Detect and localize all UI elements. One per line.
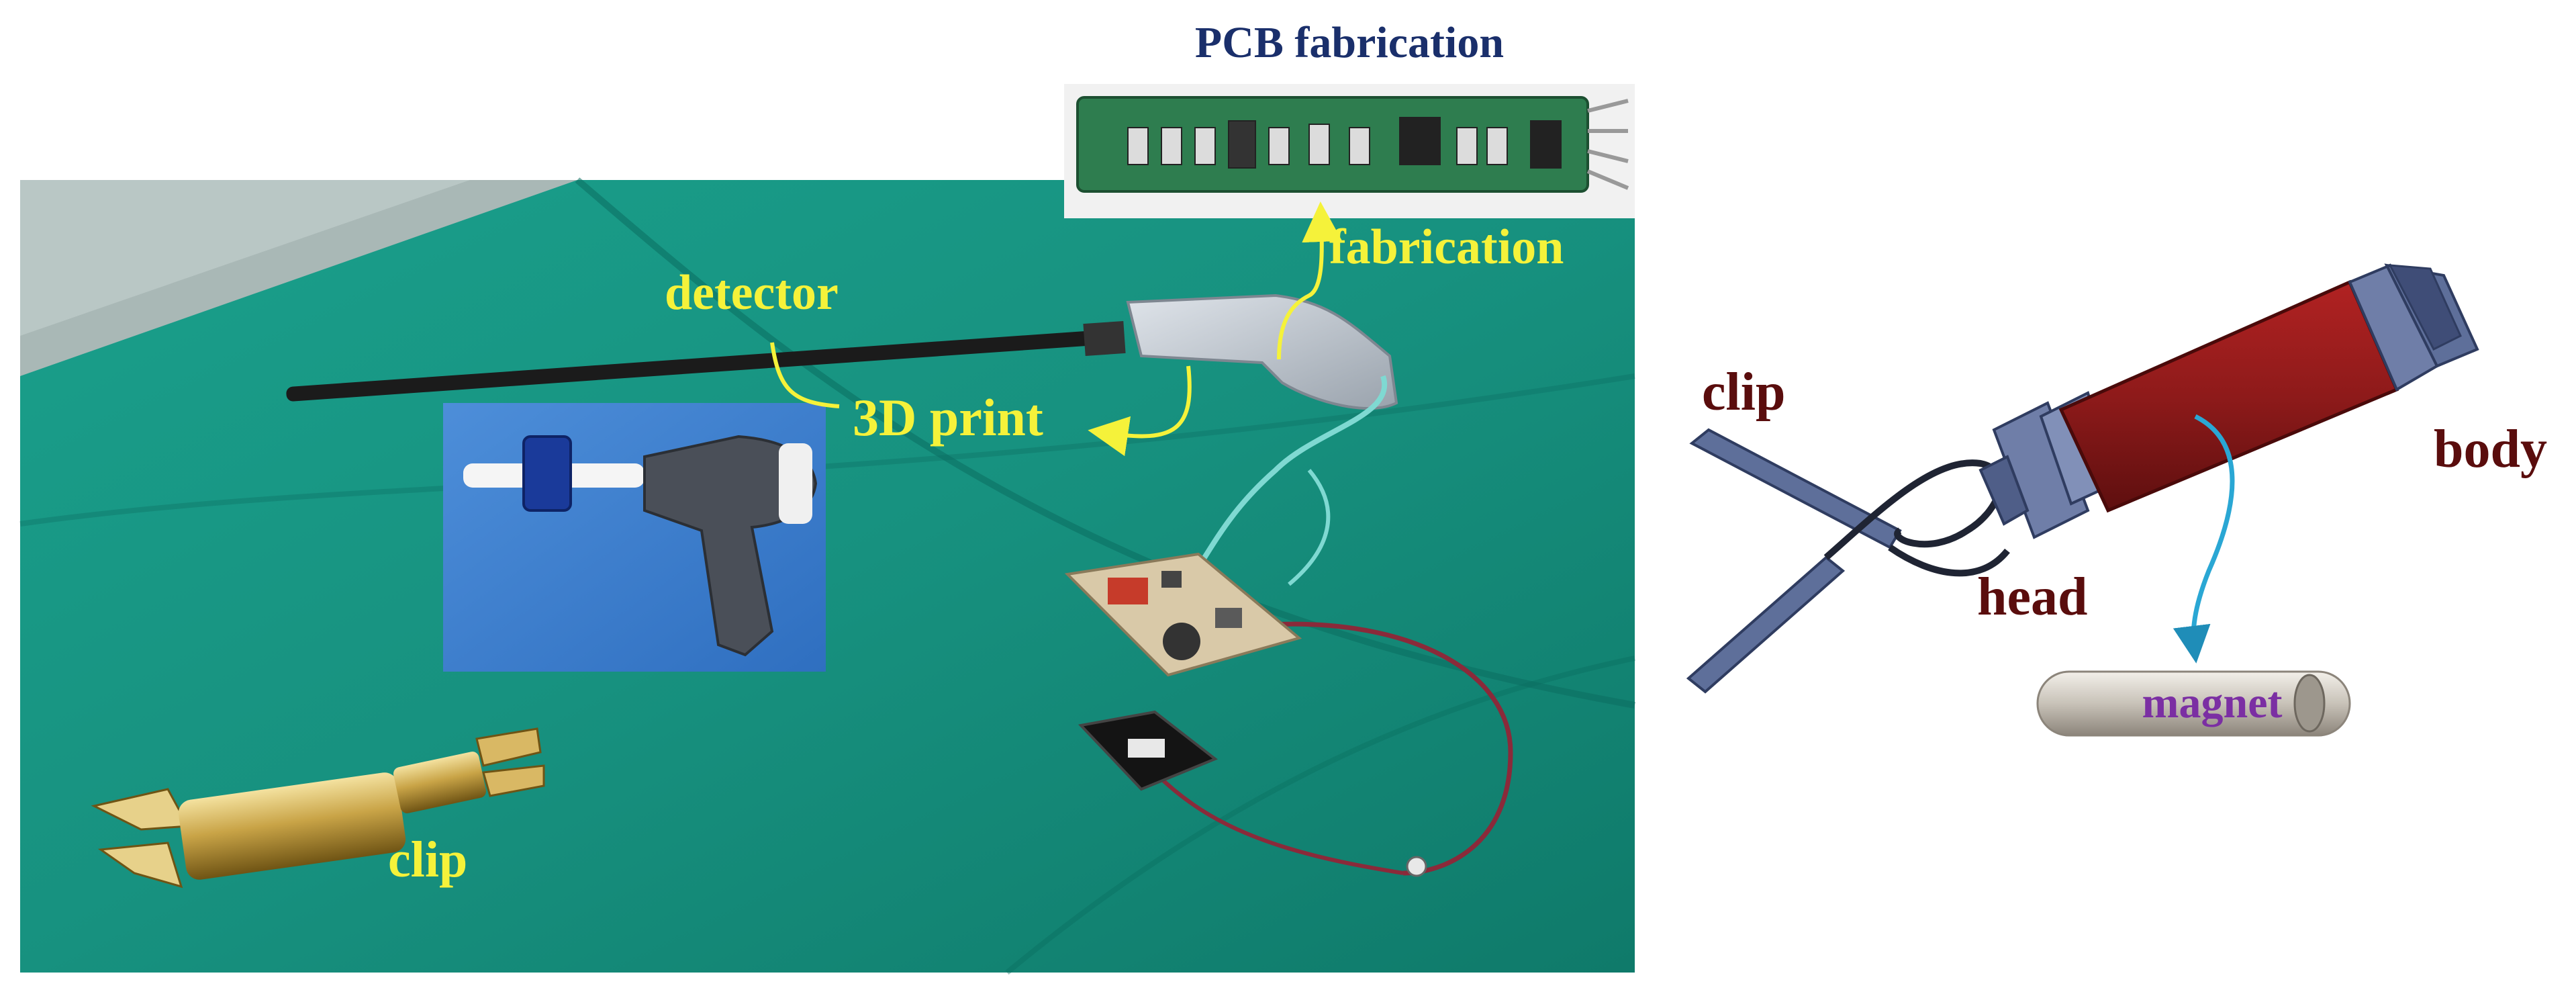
- label-clip-model: clip: [1702, 363, 1785, 422]
- label-head: head: [1977, 568, 2088, 627]
- sensor-module-photo: [1078, 710, 1218, 791]
- label-fabrication: fabrication: [1329, 220, 1564, 275]
- model-panel: clip body head magnet: [1686, 263, 2547, 737]
- model-clip: [1686, 428, 2010, 694]
- inset-3d-print-photo: [443, 403, 826, 672]
- model-magnet: [2036, 670, 2351, 737]
- arrow-detector-to-print: [770, 342, 840, 408]
- label-3d-print: 3D print: [853, 388, 1043, 447]
- model-body: [2058, 263, 2479, 513]
- photo-panel: PCB fabrication fabrication detector 3D …: [19, 18, 1635, 975]
- detector-handle: [1083, 294, 1398, 410]
- arrow-body-to-magnet: [2173, 414, 2235, 664]
- label-magnet: magnet: [2142, 678, 2283, 727]
- arrow-handle-to-pcb: [1277, 201, 1343, 360]
- arrow-handle-to-print: [1088, 365, 1192, 457]
- label-pcb-fabrication: PCB fabrication: [1195, 18, 1504, 67]
- clip-photo: [91, 727, 545, 889]
- label-body: body: [2434, 420, 2547, 479]
- circuit-board-photo: [1064, 552, 1302, 677]
- detector-shaft: [286, 329, 1117, 402]
- drape-fold: [575, 177, 1635, 709]
- pcb-board-photo: [1064, 84, 1635, 218]
- label-clip-photo: clip: [388, 831, 467, 888]
- label-detector: detector: [665, 265, 839, 320]
